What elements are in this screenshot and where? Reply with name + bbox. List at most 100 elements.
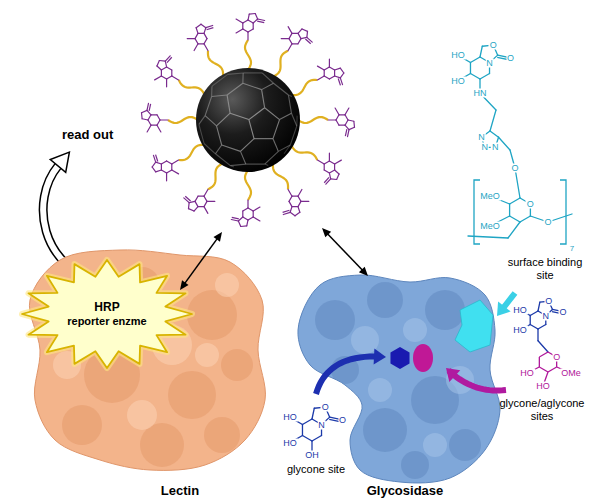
chemical-bond [241,225,247,227]
linker-chain [208,51,223,77]
chemical-bond [298,207,300,213]
atom-label: MeO [479,222,501,231]
cage-bond [227,83,243,95]
chemical-bond [166,173,167,181]
chemical-bond [301,201,309,202]
chemical-bond [157,66,161,70]
cage-bond [205,116,216,126]
chemical-bond [292,206,298,207]
chemical-bond [247,200,248,208]
chemical-bond [335,160,342,164]
atom-label: O [543,218,552,227]
atom-label: O [506,53,515,62]
cage-bond [199,124,204,143]
chemical-bond [298,201,301,206]
chemical-bond [331,178,337,180]
chemical-bond [345,129,346,136]
node-title: Glycosidase [367,483,444,499]
cage-bond [228,73,243,74]
chemical-bond [302,419,312,425]
chemical-bond [147,110,151,114]
atom-label: HN [473,89,488,98]
binding-equilibrium-arrow [327,233,363,271]
fullerene-cage [199,73,297,167]
chemical-bond [329,59,330,67]
cage-bond [246,164,265,165]
chemical-bond [195,196,198,201]
chemical-bond [289,201,292,206]
chemical-bond [236,19,243,23]
glycoside-arms [168,40,328,200]
chemical-bond [204,44,208,51]
chemical-bond [253,211,254,217]
chemical-bond [317,160,324,164]
chemical-bond [538,302,540,311]
chemical-bond [187,38,195,39]
atom-label: OMe [560,369,582,378]
cage-bond [204,143,215,153]
chemical-bond [155,76,162,80]
chemical-bond [159,60,165,62]
fullerene-ball [196,68,300,172]
chemical-bond [204,207,208,214]
chemical-bond [281,38,289,39]
chemical-bond [204,196,207,201]
chemical-bond [329,170,334,173]
chemical-bond [189,201,195,202]
chemical-bond [151,114,157,115]
chemical-bond [312,408,314,419]
chemical-bond [171,164,172,170]
cage-bond [273,139,278,152]
surface-shade [187,290,237,340]
surface-site-arrow-head [497,302,511,316]
chemical-bond [253,19,257,23]
aglycone-site-patch [413,344,433,372]
chemical-bond [204,201,207,206]
chemical-bond [157,125,161,132]
lectin-surface [29,250,265,471]
chemical-bond [288,189,292,196]
chemical-bond [198,196,204,197]
atom-label: HO [512,305,528,314]
chemical-bond [188,203,190,209]
chemical-bond [539,352,548,357]
chemical-bond [152,167,156,172]
chemical-bond [157,120,160,125]
chemical-bond [248,217,253,220]
chemical-bond [329,161,334,164]
chemical-bond [295,212,300,216]
cage-bond [249,108,265,120]
chemical-bond [289,33,292,38]
chemical-bond [194,207,198,211]
chemical-bond [196,24,201,28]
site-label: surface binding site [500,256,590,282]
surface-shade [140,423,184,467]
chemical-bond [538,341,548,352]
chemical-bond [157,61,159,66]
atom-label: O [338,415,347,424]
chemical-bond [348,130,349,137]
atom-label: HO [512,326,528,335]
atom-label: O [321,403,330,412]
chemical-bond [167,67,172,70]
chemical-bond [292,196,298,197]
chemical-bond [539,367,548,372]
chemical-bond [201,24,206,28]
iminosugar-glyph [283,189,309,215]
linker-chain [291,145,317,160]
atom-label: HO [450,51,466,60]
chemical-bond [329,67,334,70]
chemical-bond [198,43,204,44]
chemical-bond [338,79,340,86]
surface-highlight [195,343,219,367]
chemical-bond [538,325,546,330]
chemical-bond [340,78,342,85]
chemical-bond [161,170,166,173]
chemical-bond [247,220,248,226]
chemical-bond [161,67,166,70]
cage-bond [249,120,254,139]
node-title: HRP [94,300,119,314]
chemical-bond [345,120,348,125]
chemical-bond [515,168,520,198]
